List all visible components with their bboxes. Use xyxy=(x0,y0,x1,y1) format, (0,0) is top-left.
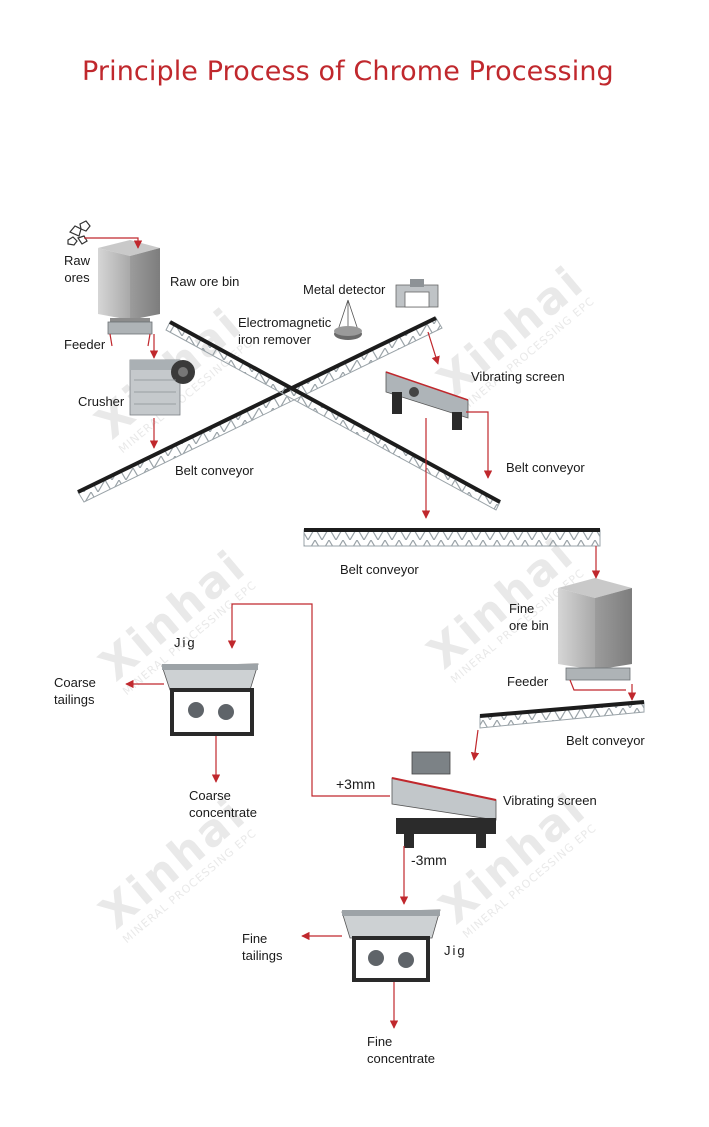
label-metal-detector: Metal detector xyxy=(303,282,386,297)
label-coarse-tailings: Coarse tailings xyxy=(54,675,96,707)
jig-2 xyxy=(341,909,441,982)
label-belt-conveyor-2: Belt conveyor xyxy=(506,460,585,475)
arrow-screen-oversize-return xyxy=(466,411,493,479)
label-raw-ore-bin: Raw ore bin xyxy=(170,274,240,289)
label-minus-3mm: -3mm xyxy=(411,852,447,868)
arrow-raw-ores-to-bin xyxy=(84,237,143,249)
fine-ore-bin xyxy=(558,578,632,670)
vibrating-screen-1 xyxy=(385,371,469,430)
belt-conveyor-4 xyxy=(479,700,645,729)
feeder-1 xyxy=(107,321,153,347)
label-crusher: Crusher xyxy=(78,394,125,409)
label-feeder-1: Feeder xyxy=(64,337,106,352)
label-plus-3mm: +3mm xyxy=(336,776,376,792)
label-fine-concentrate: Fine concentrate xyxy=(367,1034,435,1066)
jig-1 xyxy=(161,663,259,736)
page-title: Principle Process of Chrome Processing xyxy=(82,56,614,87)
label-belt-conveyor-3: Belt conveyor xyxy=(340,562,419,577)
arrow-plus-3mm-to-jig-1 xyxy=(227,603,390,797)
label-electromagnetic-iron-remover: Electromagnetic iron remover xyxy=(238,315,332,347)
label-coarse-concentrate: Coarse concentrate xyxy=(189,788,257,820)
label-jig-1: Jig xyxy=(174,635,197,650)
flow-arrows xyxy=(84,237,637,1029)
label-fine-tailings: Fine tailings xyxy=(242,931,283,963)
label-vibrating-screen-1: Vibrating screen xyxy=(471,369,565,384)
electromagnetic-iron-remover xyxy=(334,299,362,340)
arrow-conveyor-to-screen xyxy=(427,331,440,365)
arrow-conveyor-4-to-screen-2 xyxy=(470,729,480,761)
belt-conveyor-1 xyxy=(77,316,443,503)
label-raw-ores: Raw ores xyxy=(64,253,91,285)
raw-ores-icon xyxy=(67,220,91,246)
label-belt-conveyor-4: Belt conveyor xyxy=(566,733,645,748)
raw-ore-bin xyxy=(98,240,160,328)
label-feeder-2: Feeder xyxy=(507,674,549,689)
label-belt-conveyor-1: Belt conveyor xyxy=(175,463,254,478)
feeder-2 xyxy=(565,667,631,691)
vibrating-screen-2 xyxy=(391,751,497,848)
belt-conveyor-2 xyxy=(165,320,501,511)
crusher xyxy=(129,359,195,416)
label-vibrating-screen-2: Vibrating screen xyxy=(503,793,597,808)
label-jig-2: Jig xyxy=(444,943,467,958)
belt-conveyor-3 xyxy=(303,528,601,547)
metal-detector xyxy=(395,279,439,308)
label-fine-ore-bin: Fine ore bin xyxy=(509,601,549,633)
